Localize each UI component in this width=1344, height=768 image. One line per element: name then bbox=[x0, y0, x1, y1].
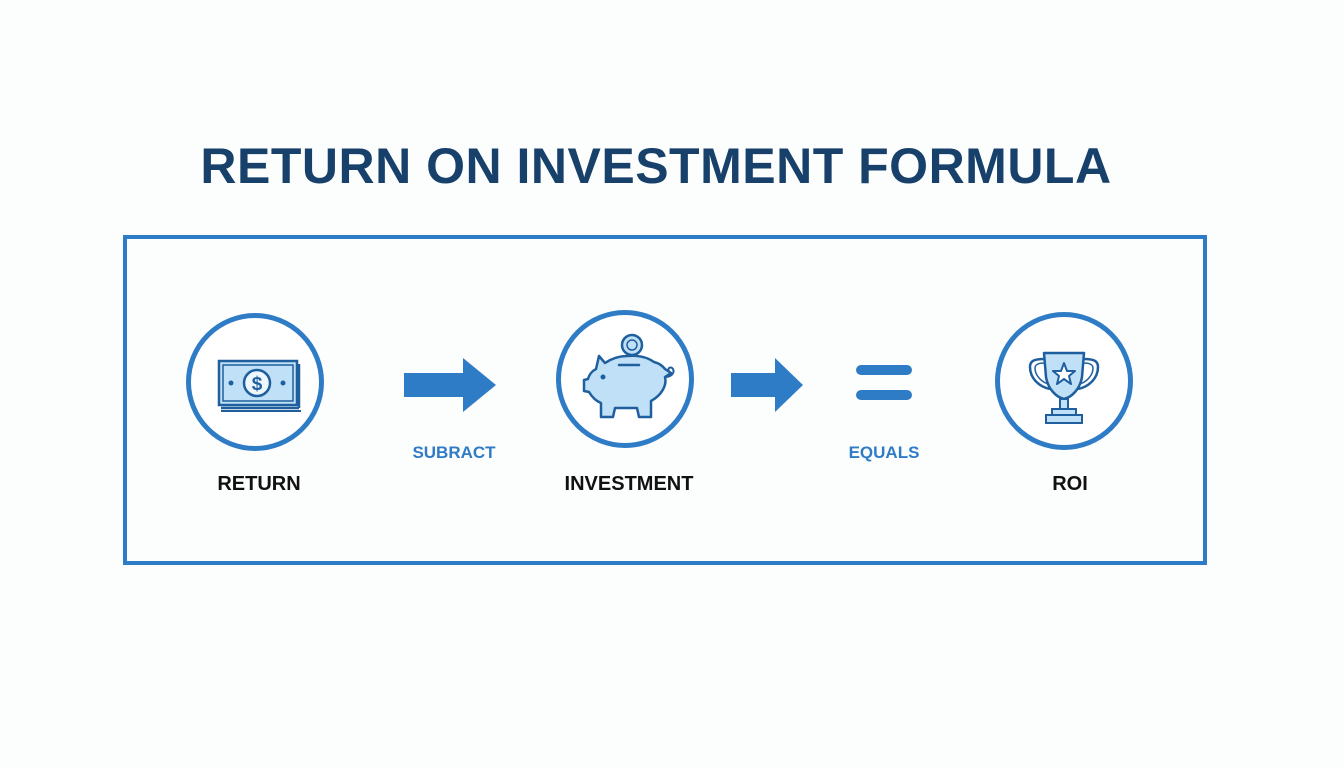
roi-node bbox=[995, 312, 1133, 450]
arrow-right-icon bbox=[404, 358, 496, 412]
subtract-label: SUBRACT bbox=[412, 443, 496, 462]
roi-label: ROI bbox=[1052, 473, 1088, 495]
trophy-icon bbox=[1028, 351, 1100, 424]
piggy-bank-icon bbox=[582, 333, 675, 419]
return-label: RETURN bbox=[217, 473, 301, 495]
arrow-right-icon bbox=[731, 358, 803, 412]
dollar-bill-icon: $ bbox=[217, 359, 301, 412]
investment-node bbox=[556, 310, 694, 448]
equals-icon bbox=[856, 365, 912, 400]
formula-frame bbox=[123, 235, 1207, 565]
svg-text:$: $ bbox=[252, 374, 263, 395]
equals-label: EQUALS bbox=[848, 443, 920, 462]
investment-label: INVESTMENT bbox=[564, 473, 694, 495]
return-node: $ bbox=[186, 313, 324, 451]
page-title: RETURN ON INVESTMENT FORMULA bbox=[200, 138, 1112, 194]
